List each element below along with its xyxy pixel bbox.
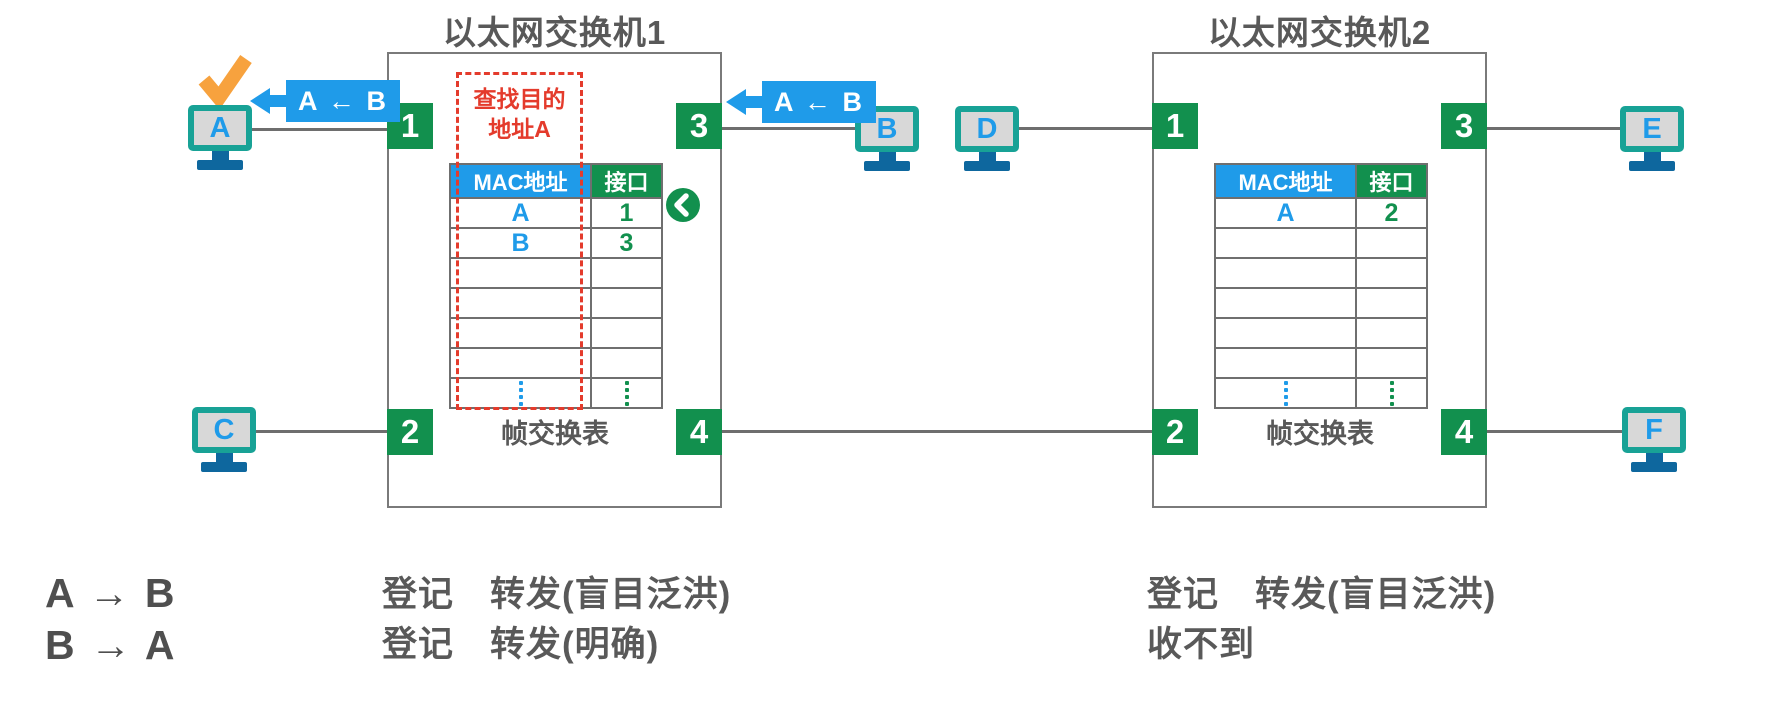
- switch1-port-2: 2: [387, 409, 433, 455]
- chevron-left-icon: [674, 193, 689, 217]
- table-row: A 2: [1214, 197, 1428, 229]
- host-a: A: [188, 105, 252, 170]
- table-row: B 3: [449, 227, 663, 259]
- mac-cell: A: [449, 197, 592, 229]
- host-b: B: [855, 106, 919, 171]
- switch1-table-header-mac: MAC地址: [449, 163, 592, 199]
- ellipsis-icon: [1357, 380, 1426, 406]
- ellipsis-icon: [451, 380, 590, 406]
- host-a-label: A: [209, 111, 231, 144]
- switch2-action-line1: 登记 转发(盲目泛洪): [1147, 575, 1497, 614]
- arrow-left-icon: [250, 88, 288, 114]
- table-row: A 1: [449, 197, 663, 229]
- monitor-icon: F: [1622, 407, 1686, 453]
- table-row-empty: [449, 287, 663, 319]
- match-pointer-badge: [666, 188, 700, 222]
- connection-line-a-port1: [250, 128, 387, 131]
- switch2-port-2: 2: [1152, 409, 1198, 455]
- monitor-icon: C: [192, 407, 256, 453]
- table-row-empty: [1214, 347, 1428, 379]
- frame-label-text: A ← B: [762, 81, 876, 123]
- checkmark-icon: [198, 55, 252, 105]
- switch2-port-3: 3: [1441, 103, 1487, 149]
- host-d-label: D: [976, 112, 998, 145]
- switch1-table-caption: 帧交换表: [501, 419, 609, 449]
- switch2-table-header-port: 接口: [1355, 163, 1428, 199]
- mac-cell: B: [449, 227, 592, 259]
- connection-line-sw1port4-sw2port2: [722, 430, 1152, 433]
- switch1-title: 以太网交换机1: [442, 14, 667, 51]
- monitor-icon: A: [188, 105, 252, 151]
- flow-a-to-b: A → B: [45, 570, 177, 616]
- table-row-empty: [449, 347, 663, 379]
- mac-cell: A: [1214, 197, 1357, 229]
- table-row-empty: [449, 317, 663, 349]
- frame-label-at-host-a: A ← B: [250, 80, 400, 122]
- switch1-mac-table: MAC地址 接口 A 1 B 3: [449, 163, 663, 409]
- frame-label-text: A ← B: [286, 80, 400, 122]
- host-f-label: F: [1645, 413, 1663, 446]
- port-cell: 1: [590, 197, 663, 229]
- host-f: F: [1622, 407, 1686, 472]
- port-cell: 2: [1355, 197, 1428, 229]
- host-e: E: [1620, 106, 1684, 171]
- switch1-action-line1: 登记 转发(盲目泛洪): [382, 575, 732, 614]
- monitor-icon: D: [955, 106, 1019, 152]
- connection-line-sw2port3-e: [1487, 127, 1622, 130]
- switch2-mac-table: MAC地址 接口 A 2: [1214, 163, 1428, 409]
- table-row-empty: [449, 257, 663, 289]
- table-row-empty: [1214, 257, 1428, 289]
- connection-line-port3-b: [722, 127, 857, 130]
- connection-line-c-port2: [253, 430, 387, 433]
- monitor-icon: E: [1620, 106, 1684, 152]
- switch1-port-4: 4: [676, 409, 722, 455]
- flow-b-to-a: B → A: [45, 622, 177, 668]
- switch2-action-line2: 收不到: [1147, 625, 1256, 664]
- port-cell: 3: [590, 227, 663, 259]
- switch2-table-header-mac: MAC地址: [1214, 163, 1357, 199]
- table-row-ellipsis: [1214, 377, 1428, 409]
- switch2-table-caption: 帧交换表: [1266, 419, 1374, 449]
- switch1-action-line2: 登记 转发(明确): [382, 625, 660, 664]
- host-b-label: B: [876, 112, 898, 145]
- switch1-port-3: 3: [676, 103, 722, 149]
- switch2-port-1: 1: [1152, 103, 1198, 149]
- host-d: D: [955, 106, 1019, 171]
- ellipsis-icon: [1216, 380, 1355, 406]
- ellipsis-icon: [592, 380, 661, 406]
- table-row-ellipsis: [449, 377, 663, 409]
- table-row-empty: [1214, 227, 1428, 259]
- switch2-title: 以太网交换机2: [1207, 14, 1432, 51]
- table-row-empty: [1214, 317, 1428, 349]
- arrow-left-icon: [726, 89, 764, 115]
- monitor-icon: B: [855, 106, 919, 152]
- host-e-label: E: [1642, 112, 1662, 145]
- switch1-table-header-port: 接口: [590, 163, 663, 199]
- host-c-label: C: [213, 413, 235, 446]
- connection-line-d-sw2port1: [1019, 127, 1152, 130]
- host-c: C: [192, 407, 256, 472]
- connection-line-sw2port4-f: [1487, 430, 1624, 433]
- table-row-empty: [1214, 287, 1428, 319]
- switch2-port-4: 4: [1441, 409, 1487, 455]
- frame-label-at-port3: A ← B: [726, 81, 876, 123]
